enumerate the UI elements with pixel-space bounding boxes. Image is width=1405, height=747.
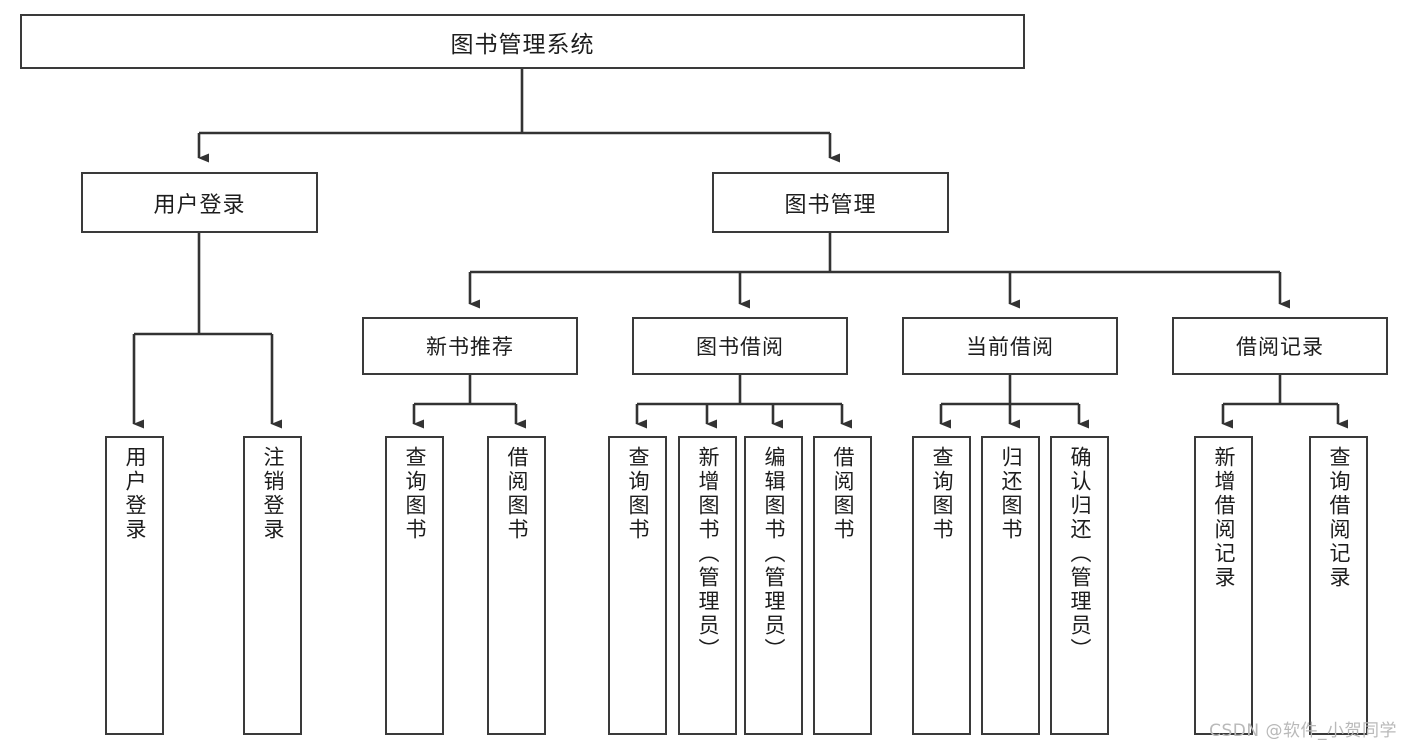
node-label: 查询图书 <box>403 446 427 542</box>
leaf-user-login[interactable]: 用户登录 <box>105 436 164 735</box>
leaf-borrow-book[interactable]: 借阅图书 <box>813 436 872 735</box>
csdn-watermark: CSDN @软件_小贺同学 <box>1209 721 1397 741</box>
node-label: 确认归还（管理员） <box>1068 446 1092 662</box>
node-label: 借阅图书 <box>505 446 529 542</box>
node-label: 注销登录 <box>261 446 285 542</box>
node-borrow-record[interactable]: 借阅记录 <box>1172 317 1388 375</box>
node-label: 图书借阅 <box>696 335 784 359</box>
leaf-query-book-current[interactable]: 查询图书 <box>912 436 971 735</box>
node-label: 用户登录 <box>153 192 246 218</box>
node-user-login[interactable]: 用户登录 <box>81 172 318 233</box>
node-new-book-recommend[interactable]: 新书推荐 <box>362 317 578 375</box>
node-current-borrow[interactable]: 当前借阅 <box>902 317 1118 375</box>
node-label: 图书管理 <box>784 192 877 218</box>
node-book-manage[interactable]: 图书管理 <box>712 172 949 233</box>
leaf-query-book-borrow[interactable]: 查询图书 <box>608 436 667 735</box>
leaf-query-book-recommend[interactable]: 查询图书 <box>385 436 444 735</box>
leaf-logout[interactable]: 注销登录 <box>243 436 302 735</box>
leaf-confirm-return[interactable]: 确认归还（管理员） <box>1050 436 1109 735</box>
leaf-add-book[interactable]: 新增图书（管理员） <box>678 436 737 735</box>
node-label: 查询图书 <box>626 446 650 542</box>
node-label: 用户登录 <box>123 446 147 542</box>
leaf-borrow-book-recommend[interactable]: 借阅图书 <box>487 436 546 735</box>
node-label: 新增图书（管理员） <box>696 446 720 662</box>
node-label: 当前借阅 <box>966 335 1054 359</box>
node-label: 借阅记录 <box>1236 335 1324 359</box>
leaf-query-borrow-record[interactable]: 查询借阅记录 <box>1309 436 1368 735</box>
node-label: 借阅图书 <box>831 446 855 542</box>
leaf-add-borrow-record[interactable]: 新增借阅记录 <box>1194 436 1253 735</box>
node-label: 新增借阅记录 <box>1212 446 1236 590</box>
node-label: 查询图书 <box>930 446 954 542</box>
node-label: 编辑图书（管理员） <box>762 446 786 662</box>
node-label: 归还图书 <box>999 446 1023 542</box>
leaf-edit-book[interactable]: 编辑图书（管理员） <box>744 436 803 735</box>
leaf-return-book[interactable]: 归还图书 <box>981 436 1040 735</box>
node-label: 查询借阅记录 <box>1327 446 1351 590</box>
node-label: 图书管理系统 <box>450 31 595 58</box>
node-root-system[interactable]: 图书管理系统 <box>20 14 1025 69</box>
node-book-borrow[interactable]: 图书借阅 <box>632 317 848 375</box>
node-label: 新书推荐 <box>426 335 514 359</box>
